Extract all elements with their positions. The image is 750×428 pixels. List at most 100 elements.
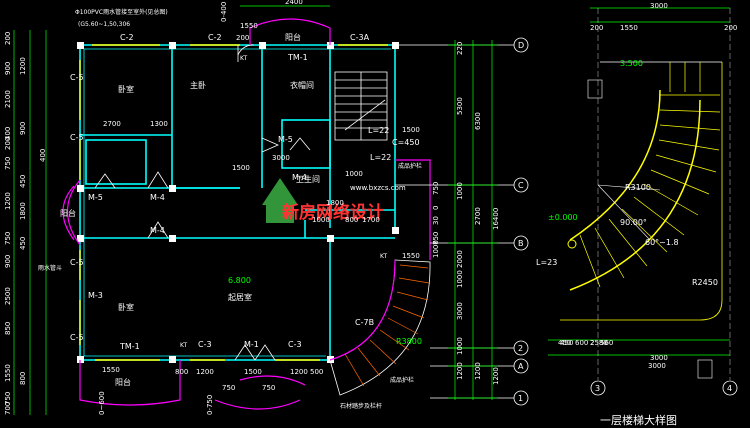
dim-dims_bottom-10: 3000 [650, 354, 668, 362]
dim-dims_inner-4: 1500 [232, 164, 250, 172]
dim-dims_bottom_right-2: 2 [590, 339, 594, 347]
upper-stair [334, 71, 388, 141]
dim-dims_top-5: 200 [724, 24, 737, 32]
dim-dims_right_1-4: 2700 [474, 207, 482, 225]
dim-dims_top_small-0: 200 [236, 34, 249, 42]
dim-dims_left-6: 200 [4, 137, 12, 150]
room-balcony-bottom: 阳台 [115, 377, 131, 387]
label-tm1b: TM-1 [119, 342, 140, 351]
dim-dims_inner-10: 1000 [345, 170, 363, 178]
dim-dims_bottom_right-1: 600 [575, 339, 588, 347]
dim-dims_bottom_right-0: 450 [560, 339, 573, 347]
label-l22b: L=22 [370, 153, 391, 162]
dim-dims_right_1-8: 3000 [456, 302, 464, 320]
dim-dims_left-11: 750 [4, 232, 12, 245]
dim-dims_right_1-3: 16400 [492, 208, 500, 230]
dim-dims_top-3: 1550 [620, 24, 638, 32]
dim-dims_right_small-3: 750 [432, 232, 440, 245]
label-c2b: C-2 [208, 33, 222, 42]
label-l22a: L=22 [368, 126, 389, 135]
grid-a: A [518, 362, 524, 371]
label-l23: L=23 [536, 258, 557, 267]
dim-dims_top-4: 3000 [648, 362, 666, 370]
stair-detail [560, 8, 731, 380]
dim-dims_right_1-0: 220 [456, 42, 464, 55]
label-deg: 90.00° [620, 218, 647, 227]
dim-dims_top-1: 3000 [650, 2, 668, 10]
dim-dims_left-10: 1800 [19, 202, 27, 220]
dim-dims_left-8: 450 [19, 175, 27, 188]
dim-dims_bottom-5: 750 [262, 384, 275, 392]
dim-dims_inner-1: 1300 [150, 120, 168, 128]
dim-dims_left-19: 700 [4, 402, 12, 415]
elev-living: 6.800 [228, 276, 251, 285]
dim-dims_left-5: 400 [4, 127, 12, 140]
dim-dims_right_small-2: 30 [432, 216, 440, 225]
label-m5b: M-5 [278, 135, 293, 144]
label-c5a: C-5 [70, 73, 84, 82]
label-kt1: KT [240, 55, 247, 62]
room-balcony-top: 阳台 [285, 32, 301, 42]
dim-dims_right_1-7: 1000 [456, 270, 464, 288]
label-m5a: M-5 [88, 193, 103, 202]
room-labels: 卧室 主卧 衣帽间 卫生间 起居室 卧室 阳台 阳台 阳台 [60, 32, 320, 387]
dim-dims_right_small-4: 1000 [432, 240, 440, 258]
label-m4a: M-4 [150, 193, 165, 202]
stair-labels: L=22 L=22 L=23 R3100 R2450 90.00° R3800 … [368, 126, 718, 346]
room-living: 起居室 [228, 292, 252, 302]
grid-3: 3 [595, 384, 600, 393]
dim-dims_left-9: 1200 [4, 192, 12, 210]
wall-outline [83, 48, 391, 357]
dim-dims_left-16: 1550 [4, 364, 12, 382]
label-r3100: R3100 [625, 183, 651, 192]
label-600x450: C=450 [392, 138, 420, 147]
dim-dims_inner-8: 1700 [362, 216, 380, 224]
label-tm1a: TM-1 [287, 53, 308, 62]
watermark-url: www.bxzcs.com [350, 184, 406, 192]
dim-dims_right_small-0: 750 [432, 182, 440, 195]
dim-dims_left-2: 1200 [19, 57, 27, 75]
dim-dims_right_1-6: 2000 [456, 250, 464, 268]
elev-stair-top: 3.500 [620, 59, 643, 68]
dim-dims_left-3: 2100 [4, 90, 12, 108]
note-left: 雨水管斗 [38, 264, 62, 272]
dim-dims_left-18: 800 [19, 372, 27, 385]
label-stairs: 60°~1.8 [645, 238, 679, 247]
grid-2: 2 [518, 344, 523, 353]
label-c3a: C-3A [350, 33, 370, 42]
dim-dims_bottom-8: 450 [558, 339, 571, 347]
grid-4: 4 [727, 384, 732, 393]
room-bath: 卫生间 [296, 174, 320, 184]
dim-dims_inner-2: 1500 [402, 126, 420, 134]
windows [79, 44, 388, 361]
grid-1: 1 [518, 394, 523, 403]
label-c2a: C-2 [120, 33, 134, 42]
dim-dims_right_1-10: 1200 [456, 362, 464, 380]
note-top-2: (G5.60~1,50,306 [78, 21, 130, 28]
dim-dims_left-4: 900 [19, 122, 27, 135]
grid-labels: D C B 2 A 1 3 4 [518, 41, 732, 403]
label-c5d: C-5 [70, 333, 84, 342]
dim-dims_left-7: 750 [4, 157, 12, 170]
label-c7b: C-7B [355, 318, 374, 327]
room-bedroom-top: 卧室 [118, 84, 134, 94]
dim-dims_right_1-9: 1000 [456, 337, 464, 355]
dim-dims_right_1-2: 6300 [474, 112, 482, 130]
label-m1: M-1 [244, 340, 259, 349]
curved-stair [329, 259, 431, 396]
note-stair-a: 成品护栏 [390, 376, 414, 384]
dim-dims_top_small-1: 1550 [240, 22, 258, 30]
dim-dims_left-12: 450 [19, 237, 27, 250]
notes: Φ100PVC雨水管接至室外(见总图) (G5.60~1,50,306 雨水管斗… [38, 8, 422, 410]
dim-dims_bottom-3: 750 [222, 384, 235, 392]
dim-dims_left_small-1: 0-400 [220, 2, 228, 22]
dim-dims_left_small-2: 0-750 [206, 395, 214, 415]
dim-dims_inner-0: 2700 [103, 120, 121, 128]
note-top-1: Φ100PVC雨水管接至室外(见总图) [75, 8, 168, 16]
room-bedroom-bottom: 卧室 [118, 302, 134, 312]
grid-c: C [518, 181, 524, 190]
room-closet: 衣帽间 [290, 80, 314, 90]
dim-dims_left-0: 200 [4, 32, 12, 45]
